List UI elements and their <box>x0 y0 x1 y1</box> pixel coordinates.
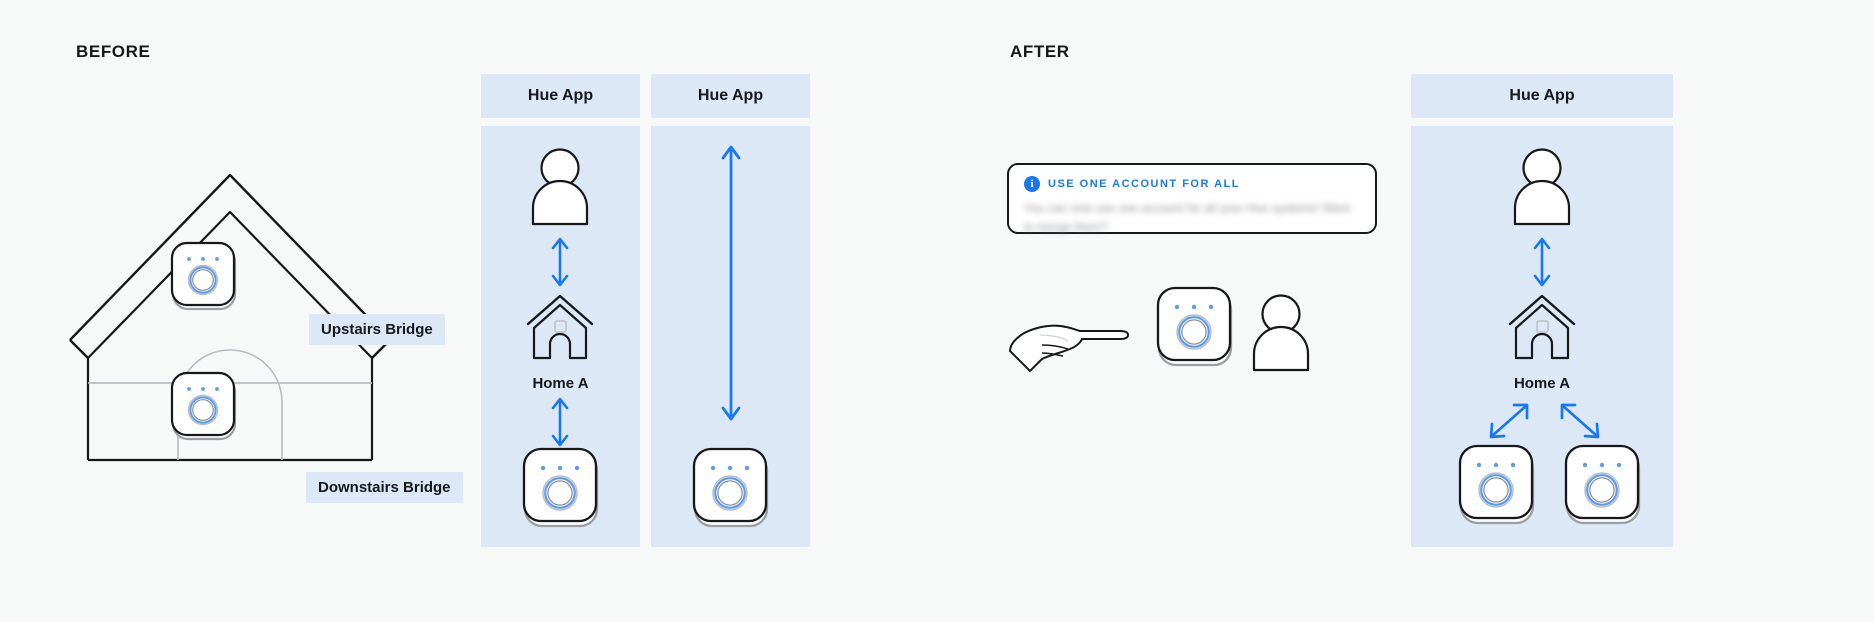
panel-header-label: Hue App <box>1509 87 1575 104</box>
notification-card[interactable]: i USE ONE ACCOUNT FOR ALL You can now us… <box>1007 163 1377 234</box>
panel-header-hue-app-1: Hue App <box>481 74 640 118</box>
diagonal-arrow-right-icon <box>1560 403 1600 439</box>
notification-title: USE ONE ACCOUNT FOR ALL <box>1048 178 1240 190</box>
panel-header-label: Hue App <box>527 87 594 104</box>
info-icon: i <box>1024 176 1040 192</box>
double-arrow-vertical-icon <box>551 397 569 447</box>
bridge-device-downstairs <box>170 371 237 441</box>
chip-upstairs-bridge: Upstairs Bridge <box>309 314 445 345</box>
home-label-panel-1: Home A <box>532 375 589 392</box>
person-icon <box>1513 148 1571 226</box>
long-double-arrow-vertical-icon <box>721 145 741 421</box>
house-illustration <box>69 173 391 462</box>
person-icon <box>1252 294 1310 372</box>
bridge-device-upstairs <box>170 241 237 311</box>
bridge-device-icon <box>522 447 599 528</box>
double-arrow-vertical-icon <box>551 237 569 287</box>
notification-body: You can now use one account for all your… <box>1024 201 1350 234</box>
section-title-after: AFTER <box>1010 42 1070 61</box>
chip-downstairs-bridge: Downstairs Bridge <box>306 472 463 503</box>
bridge-device-icon <box>692 447 769 528</box>
pointing-hand-icon <box>1008 324 1130 373</box>
bridge-device-icon <box>1458 444 1535 525</box>
person-icon <box>531 148 589 226</box>
house-icon <box>526 294 594 360</box>
panel-header-label: Hue App <box>697 87 764 104</box>
home-label-panel-3: Home A <box>1513 375 1571 392</box>
section-title-before: BEFORE <box>76 42 151 61</box>
house-icon <box>1508 294 1576 360</box>
bridge-device-icon <box>1156 286 1233 367</box>
bridge-device-icon <box>1564 444 1641 525</box>
panel-header-hue-app-3: Hue App <box>1411 74 1673 118</box>
diagonal-arrow-left-icon <box>1489 403 1529 439</box>
panel-header-hue-app-2: Hue App <box>651 74 810 118</box>
notification-header: i USE ONE ACCOUNT FOR ALL <box>1024 176 1360 192</box>
double-arrow-vertical-icon <box>1533 237 1551 287</box>
